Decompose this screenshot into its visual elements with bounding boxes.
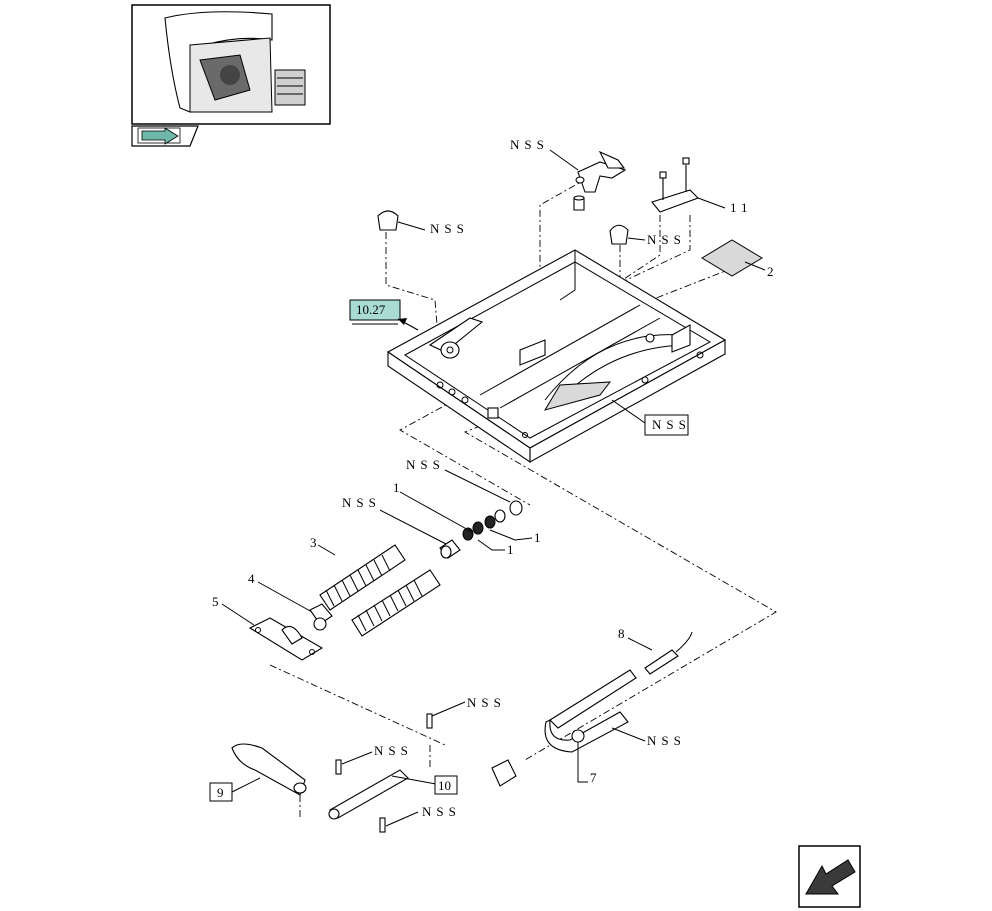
callout-item-5: 5	[212, 594, 219, 609]
callout-item-8: 8	[618, 626, 625, 641]
callout-item-9: 9	[217, 785, 224, 800]
callout-nss-right-cap: NSS	[647, 232, 686, 247]
callout-nss-left-cap: NSS	[430, 221, 469, 236]
top-bracket: NSS	[510, 137, 627, 193]
arrow-right-icon	[141, 127, 179, 145]
pin-bottom: NSS	[379, 804, 461, 833]
tractor-cab-thumbnail[interactable]	[131, 4, 331, 125]
callout-nss-lever: NSS	[647, 733, 686, 748]
part-2-pad: 2	[701, 239, 774, 279]
previous-page-button[interactable]	[798, 845, 861, 908]
washer-stack: NSS 1 1 1	[393, 457, 541, 557]
callout-item-4: 4	[248, 571, 255, 586]
callout-nss-pin-left: NSS	[374, 743, 413, 758]
callout-item-3: 3	[310, 535, 317, 550]
callout-item-1-c: 1	[507, 542, 514, 557]
callout-item-2: 2	[767, 264, 774, 279]
callout-frame-label: NSS	[652, 417, 691, 432]
thumbnail-nav-button[interactable]	[131, 125, 199, 147]
reference-link-10-27[interactable]: 10.27	[349, 299, 419, 331]
bushing: NSS	[342, 495, 461, 559]
callout-nss-washer: NSS	[406, 457, 445, 472]
part-9-handle: 9	[209, 743, 307, 802]
callout-nss-pin-bottom: NSS	[422, 804, 461, 819]
reference-link-label: 10.27	[356, 302, 386, 317]
callout-item-1-b: 1	[534, 530, 541, 545]
springs: 3	[310, 535, 441, 637]
tractor-cab-thumbnail-icon	[164, 11, 306, 113]
part-5-bracket: 5	[212, 594, 324, 661]
part-10-shaft: 10	[328, 769, 458, 820]
callout-frame: NSS	[611, 399, 691, 436]
part-4-guide: 4	[248, 571, 333, 631]
callout-item-1-a: 1	[393, 480, 400, 495]
part-7-lever: 7 NSS	[544, 669, 686, 785]
callout-nss-top-bracket: NSS	[510, 137, 549, 152]
part-8-cable-spring: 8	[618, 626, 693, 675]
cap-right: NSS	[609, 224, 686, 247]
callout-item-7: 7	[590, 770, 597, 785]
arrow-down-left-icon	[805, 859, 856, 895]
callout-item-11: 11	[730, 200, 753, 215]
part-11-plate: 11	[651, 157, 753, 215]
callout-item-10: 10	[438, 778, 451, 793]
pin-right: NSS	[426, 695, 506, 729]
cap-left: NSS	[377, 210, 469, 236]
callout-nss-bushing: NSS	[342, 495, 381, 510]
pin-left: NSS	[335, 743, 413, 775]
callout-nss-pin-right: NSS	[467, 695, 506, 710]
half-bushing	[491, 759, 517, 787]
small-cap	[573, 195, 585, 211]
seat-frame	[386, 249, 727, 464]
